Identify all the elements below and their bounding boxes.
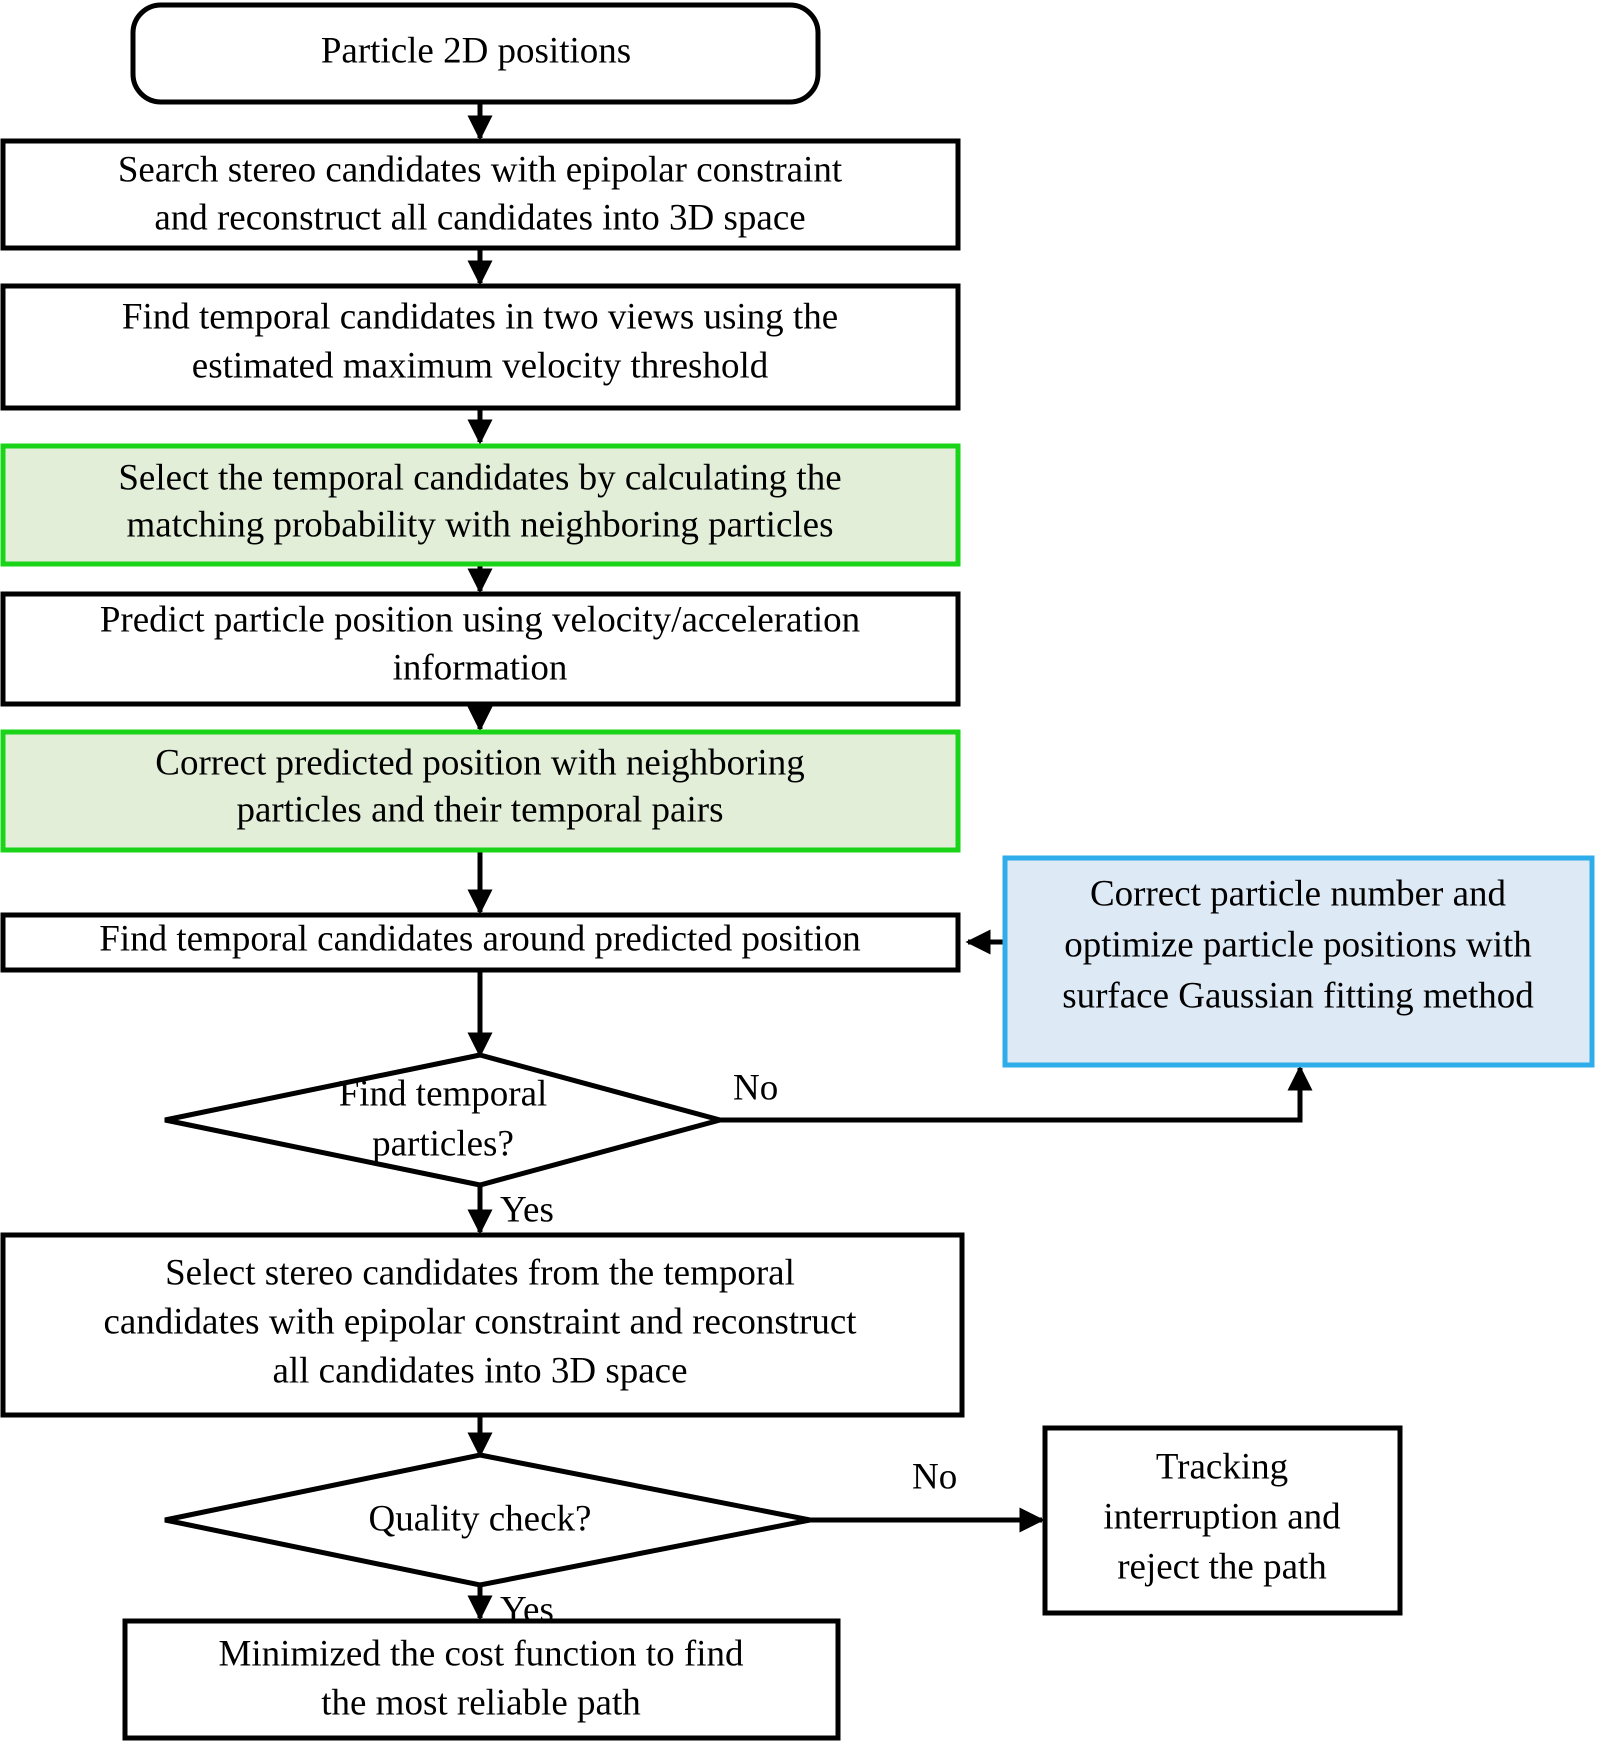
search-stereo-label-line-2: and reconstruct all candidates into 3D s…	[154, 197, 805, 238]
find-temporal-two-views-label-line-1: Find temporal candidates in two views us…	[122, 296, 838, 337]
node-particle-2d-positions[interactable]: Particle 2D positions	[130, 2, 821, 105]
edge-decision1-no-to-correctnumber	[720, 1065, 1313, 1123]
find-around-predicted-shape	[0, 912, 961, 973]
correct-particle-number-label-line-3: surface Gaussian fitting method	[1062, 975, 1534, 1016]
minimize-cost-label-line-1: Minimized the cost function to find	[218, 1633, 744, 1674]
search-stereo-label-line-1: Search stereo candidates with epipolar c…	[118, 149, 843, 190]
minimize-cost-shape	[122, 1618, 841, 1741]
connectors	[467, 102, 1313, 1621]
predict-position-label-line-2: information	[393, 647, 568, 688]
decision-find-temporal-no-label: No	[733, 1067, 778, 1108]
node-decision-find-temporal-particles[interactable]: Find temporal particles? No Yes	[164, 1052, 778, 1230]
correct-predicted-label-line-2: particles and their temporal pairs	[237, 789, 724, 830]
tracking-interruption-shape	[1042, 1425, 1403, 1616]
predict-position-shape	[0, 591, 961, 707]
decision-find-temporal-shape	[164, 1052, 730, 1188]
node-find-temporal-around-predicted[interactable]: Find temporal candidates around predicte…	[0, 912, 961, 973]
tracking-interruption-label-line-3: reject the path	[1117, 1546, 1327, 1587]
node-find-temporal-two-views[interactable]: Find temporal candidates in two views us…	[0, 283, 961, 411]
decision-find-temporal-label-line-2: particles?	[372, 1123, 514, 1164]
decision-quality-check-no-label: No	[912, 1456, 957, 1497]
find-temporal-two-views-label-line-2: estimated maximum velocity threshold	[192, 345, 769, 386]
decision-find-temporal-label-line-1: Find temporal	[339, 1073, 548, 1114]
correct-predicted-label-line-1: Correct predicted position with neighbor…	[155, 742, 804, 783]
decision-quality-check-shape	[164, 1452, 811, 1588]
select-stereo-from-temporal-label-line-3: all candidates into 3D space	[272, 1350, 687, 1391]
node-minimize-cost-function[interactable]: Minimized the cost function to find the …	[122, 1618, 841, 1741]
find-around-predicted-label-line-1: Find temporal candidates around predicte…	[99, 918, 860, 959]
node-correct-particle-number[interactable]: Correct particle number and optimize par…	[1002, 855, 1595, 1068]
predict-position-label-line-1: Predict particle position using velocity…	[100, 599, 860, 640]
select-stereo-from-temporal-shape	[0, 1232, 965, 1418]
correct-particle-number-label-line-1: Correct particle number and	[1090, 873, 1507, 914]
start-node-shape	[130, 2, 821, 105]
correct-predicted-shape	[0, 729, 961, 853]
decision-quality-check-label-line-1: Quality check?	[369, 1498, 592, 1539]
find-temporal-two-views-shape	[0, 283, 961, 411]
correct-particle-number-shape	[1002, 855, 1595, 1068]
tracking-interruption-label-line-2: interruption and	[1103, 1496, 1341, 1537]
node-select-temporal-candidates[interactable]: Select the temporal candidates by calcul…	[0, 443, 961, 567]
select-stereo-from-temporal-label-line-2: candidates with epipolar constraint and …	[103, 1301, 857, 1342]
minimize-cost-label-line-2: the most reliable path	[321, 1682, 641, 1723]
decision-find-temporal-yes-label: Yes	[500, 1189, 554, 1230]
node-predict-particle-position[interactable]: Predict particle position using velocity…	[0, 591, 961, 707]
start-node-label-line-1: Particle 2D positions	[321, 30, 631, 71]
node-tracking-interruption[interactable]: Tracking interruption and reject the pat…	[1042, 1425, 1403, 1616]
correct-particle-number-label-line-2: optimize particle positions with	[1064, 924, 1532, 965]
tracking-interruption-label-line-1: Tracking	[1156, 1446, 1288, 1487]
node-select-stereo-from-temporal[interactable]: Select stereo candidates from the tempor…	[0, 1232, 965, 1418]
select-temporal-label-line-2: matching probability with neighboring pa…	[127, 504, 834, 545]
select-temporal-shape	[0, 443, 961, 567]
select-temporal-label-line-1: Select the temporal candidates by calcul…	[118, 457, 841, 498]
node-decision-quality-check[interactable]: Quality check? No Yes	[164, 1452, 957, 1630]
select-stereo-from-temporal-label-line-1: Select stereo candidates from the tempor…	[165, 1252, 795, 1293]
node-search-stereo-candidates[interactable]: Search stereo candidates with epipolar c…	[0, 138, 961, 251]
search-stereo-shape	[0, 138, 961, 251]
node-correct-predicted-position[interactable]: Correct predicted position with neighbor…	[0, 729, 961, 853]
